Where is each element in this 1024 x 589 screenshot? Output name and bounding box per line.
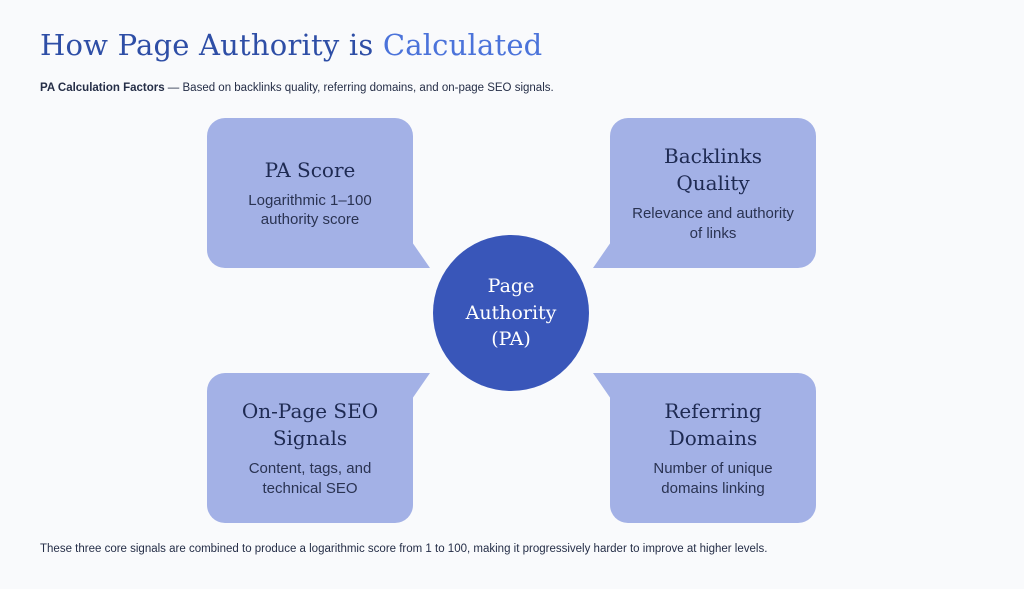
bubble-tail-icon	[412, 242, 430, 268]
factor-bubble-referring-domains: Referring Domains Number of unique domai…	[593, 373, 816, 523]
factor-bubble-backlinks-quality: Backlinks Quality Relevance and authorit…	[593, 118, 816, 268]
factor-title: On-Page SEO Signals	[241, 399, 379, 450]
factor-description: Relevance and authority of links	[632, 205, 794, 242]
factor-bubble-on-page-seo-signals: On-Page SEO Signals Content, tags, and t…	[207, 373, 430, 523]
bubble-tail-icon	[593, 373, 611, 399]
bubble-tail-icon	[412, 373, 430, 399]
factor-title: Backlinks Quality	[664, 144, 762, 195]
factor-description: Number of unique domains linking	[653, 460, 773, 497]
factor-bubble-pa-score: PA Score Logarithmic 1–100 authority sco…	[207, 118, 430, 268]
subtitle-label: PA Calculation Factors	[40, 82, 165, 94]
footer-note: These three core signals are combined to…	[40, 543, 768, 555]
center-node-page-authority: Page Authority (PA)	[433, 235, 589, 391]
page-title: How Page Authority is Calculated	[40, 28, 542, 62]
subtitle-text: — Based on backlinks quality, referring …	[164, 82, 554, 94]
factor-title: PA Score	[264, 157, 356, 182]
page-title-accent: Calculated	[382, 28, 543, 62]
center-node-line: (PA)	[491, 328, 531, 351]
factor-title: Referring Domains	[664, 399, 762, 450]
center-node-line: Page	[487, 275, 535, 298]
factor-description: Content, tags, and technical SEO	[248, 460, 372, 497]
factor-description: Logarithmic 1–100 authority score	[248, 191, 372, 229]
page-title-main: How Page Authority is	[40, 28, 383, 62]
bubble-tail-icon	[593, 242, 611, 268]
center-node-line: Authority	[465, 301, 557, 324]
subtitle: PA Calculation Factors — Based on backli…	[40, 82, 554, 94]
